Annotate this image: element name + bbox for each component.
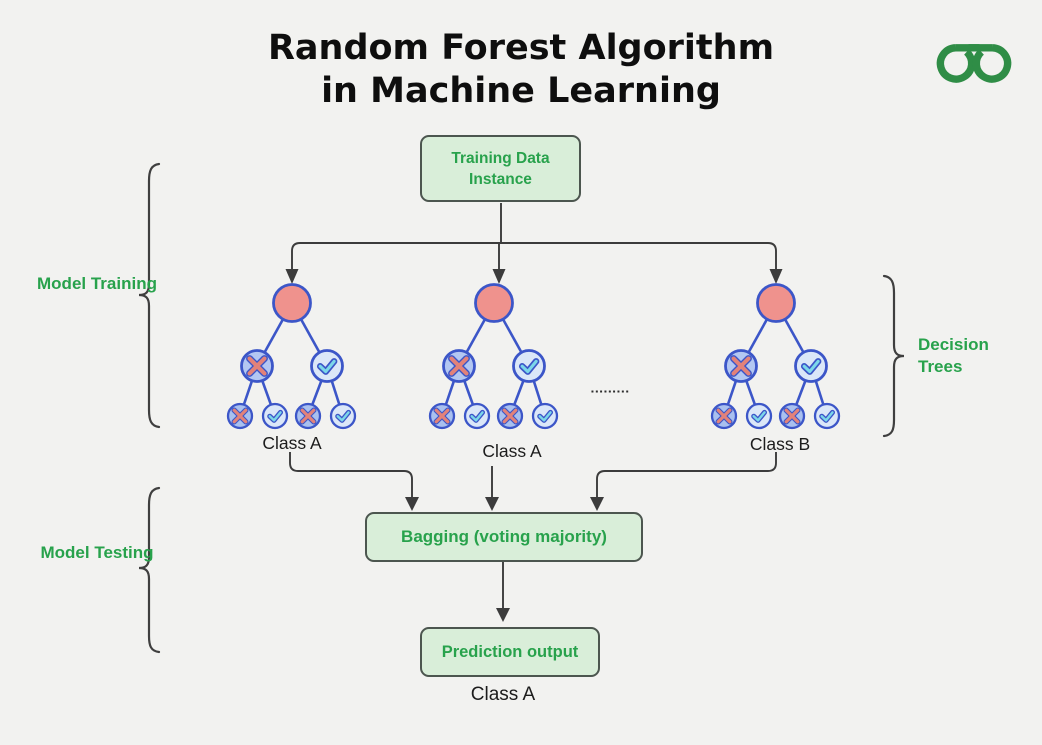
connector-tree1-bagging (289, 452, 413, 497)
page-title: Random Forest Algorithm in Machine Learn… (0, 27, 1042, 113)
model-testing-label: Model Testing (40, 543, 154, 562)
more-trees-ellipsis: ▪▪▪▪▪▪▪▪▪ (591, 387, 631, 396)
decision-trees-label: Decision Trees (918, 335, 989, 376)
arrowheads (285, 269, 783, 622)
bagging-box-label: Bagging (voting majority) (401, 527, 607, 546)
bagging-box: Bagging (voting majority) (365, 512, 643, 562)
training-box-label: Training Data Instance (451, 149, 550, 188)
brace-model-training (138, 162, 161, 429)
tree-root-node (272, 283, 312, 323)
decision-tree (710, 283, 841, 430)
geeksforgeeks-logo-icon (936, 44, 1012, 83)
connector-training-stem (498, 203, 502, 270)
model-training-label: Model Training (37, 274, 157, 293)
connector-rail (291, 242, 777, 270)
title-line-2: in Machine Learning (321, 71, 721, 111)
tree-class-label: Class A (262, 433, 322, 453)
tree-class-label: Class B (749, 434, 811, 454)
brace-decision-trees (882, 274, 905, 438)
connector-tree3-bagging (596, 452, 777, 497)
decision-tree (428, 283, 559, 430)
brace-model-testing (138, 486, 161, 654)
tree-class-label: Class A (482, 441, 542, 461)
tree-root-node (474, 283, 514, 323)
prediction-output-box: Prediction output (420, 627, 600, 677)
tree-root-node (756, 283, 796, 323)
final-prediction-class-label: Class A (470, 684, 536, 705)
prediction-box-label: Prediction output (441, 642, 579, 661)
training-data-instance-box: Training Data Instance (420, 135, 581, 202)
decision-tree (226, 283, 357, 430)
title-line-1: Random Forest Algorithm (267, 28, 775, 68)
